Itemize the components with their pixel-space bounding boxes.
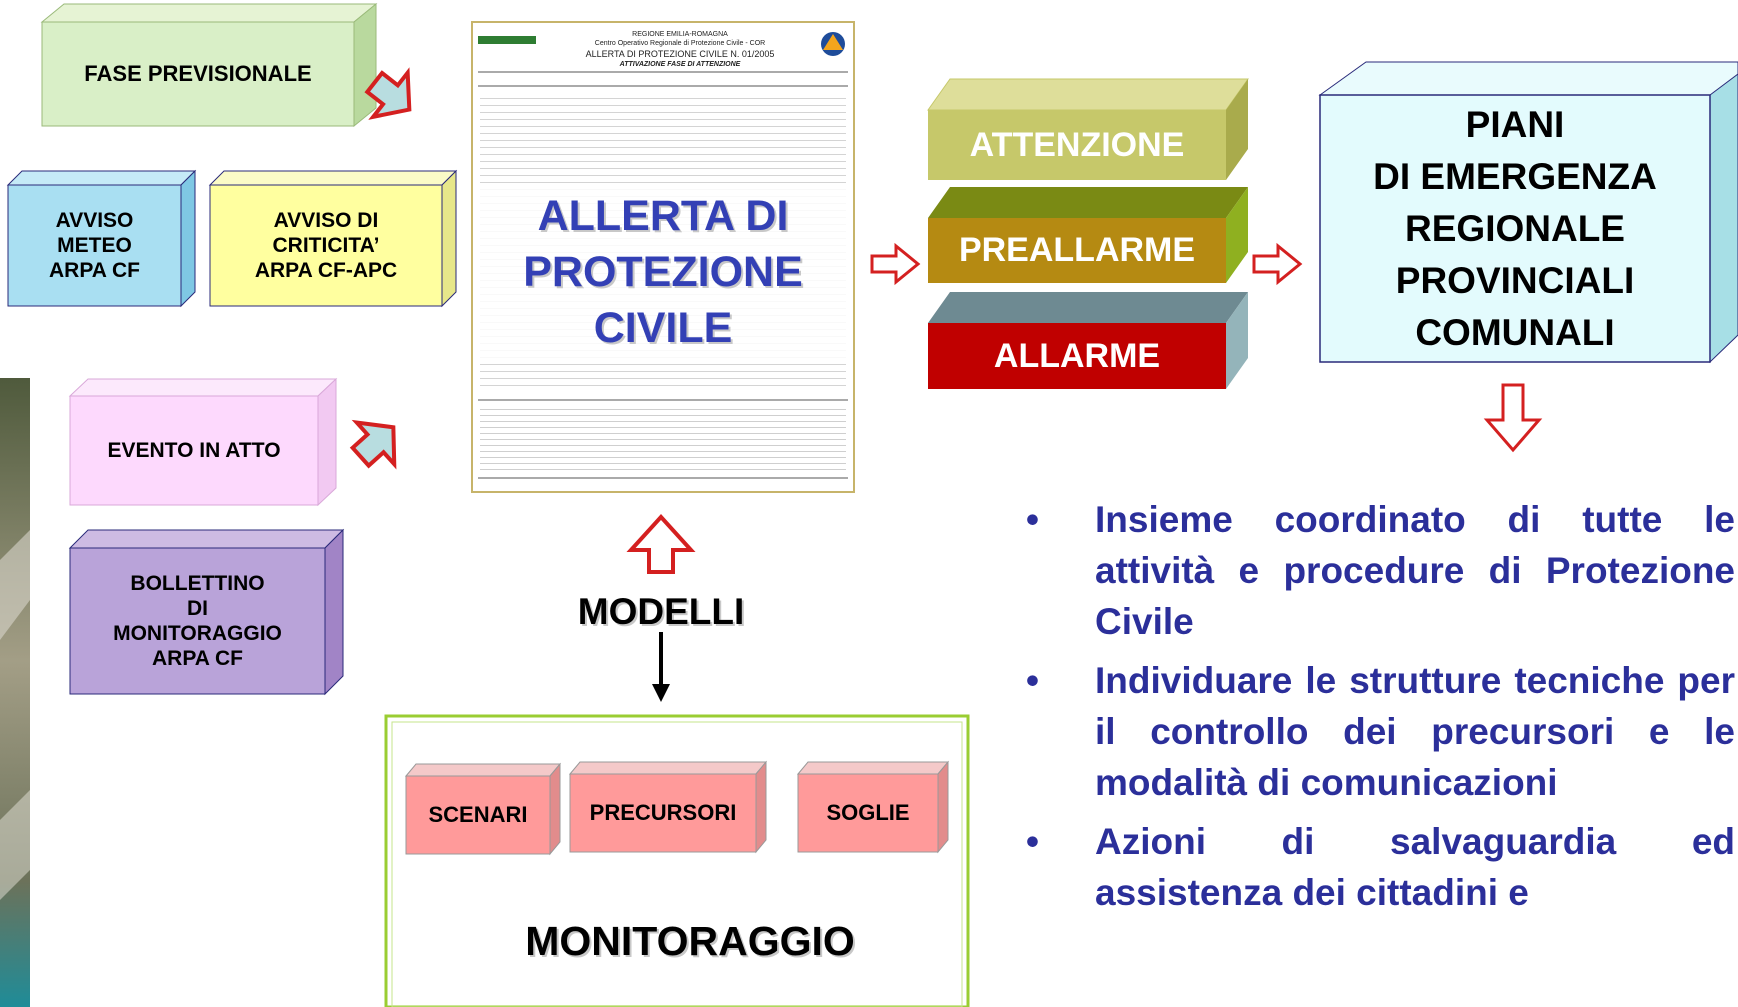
label-monitoraggio: MONITORAGGIO <box>525 918 855 965</box>
doc-header-line3: ALLERTA DI PROTEZIONE CIVILE N. 01/2005 <box>585 49 775 59</box>
arrow-doc-to-levels <box>870 242 921 286</box>
doc-header-line1: REGIONE EMILIA-ROMAGNA <box>632 31 728 38</box>
label-modelli: MODELLI <box>577 590 745 632</box>
document-footer-lines <box>480 404 846 474</box>
bullet-icon: • <box>1026 821 1039 862</box>
document-title: ALLERTA DI PROTEZIONE CIVILE <box>480 186 846 358</box>
doc-title-line3: CIVILE <box>593 304 733 352</box>
piani-line2: DI EMERGENZA <box>1373 155 1657 197</box>
bullet-icon: • <box>1026 660 1039 701</box>
model-box-soglie <box>796 760 950 854</box>
avviso-meteo-line3: ARPA CF <box>49 259 140 283</box>
label-piani: PIANI DI EMERGENZA REGIONALE PROVINCIALI… <box>1320 95 1710 362</box>
label-evento-in-atto: EVENTO IN ATTO <box>107 438 281 462</box>
label-bollettino: BOLLETTINO DI MONITORAGGIO ARPA CF <box>70 548 325 694</box>
arrow-modelli-to-monitor-box <box>652 632 670 702</box>
bullet-text-2: Individuare le strutture tecniche per il… <box>1095 660 1735 803</box>
level-attenzione <box>927 78 1249 180</box>
piani-line4: PROVINCIALI <box>1395 259 1635 301</box>
arrow-modelli-to-doc <box>626 514 696 574</box>
box-bollettino <box>68 528 345 696</box>
doc-title-line2: PROTEZIONE <box>523 248 803 296</box>
avviso-criticita-line1: AVVISO DI <box>273 208 379 232</box>
doc-header-line2: Centro Operativo Regionale di Protezione… <box>594 40 766 47</box>
avviso-meteo-line1: AVVISO <box>55 208 134 232</box>
piani-line1: PIANI <box>1465 103 1565 145</box>
bollettino-line2: DI <box>187 596 208 620</box>
box-avviso-meteo <box>6 169 197 308</box>
list-item: • Insieme coordinato di tutte le attività… <box>1026 494 1735 647</box>
avviso-meteo-line2: METEO <box>57 233 132 257</box>
level-preallarme <box>928 187 1248 283</box>
doc-title-line1: ALLERTA DI <box>537 192 789 240</box>
bollettino-line4: ARPA CF <box>152 647 243 671</box>
arrow-piani-down <box>1483 383 1543 453</box>
document-header: REGIONE EMILIA-ROMAGNA Centro Operativo … <box>540 30 820 69</box>
label-fase-previsionale: FASE PREVISIONALE <box>84 60 312 86</box>
label-scenari: SCENARI <box>428 801 528 827</box>
label-avviso-meteo: AVVISO METEO ARPA CF <box>8 185 181 306</box>
bullet-text-3: Azioni di salvaguardia ed assistenza dei… <box>1095 821 1735 913</box>
piani-line3: REGIONALE <box>1405 207 1625 249</box>
bollettino-line3: MONITORAGGIO <box>113 622 282 645</box>
model-box-scenari <box>404 762 562 856</box>
bollettino-line1: BOLLETTINO <box>130 571 265 595</box>
label-attenzione: ATTENZIONE <box>969 125 1185 164</box>
arrow-fase-to-doc <box>364 67 412 120</box>
piani-line5: COMUNALI <box>1415 311 1615 353</box>
box-piani <box>1318 61 1738 364</box>
arrow-evento-to-doc <box>349 419 397 470</box>
arrow-levels-to-piani <box>1252 242 1303 286</box>
list-item: • Individuare le strutture tecniche per i… <box>1026 655 1735 808</box>
label-preallarme: PREALLARME <box>958 231 1196 270</box>
label-precursori: PRECURSORI <box>589 799 737 825</box>
label-soglie: SOGLIE <box>826 799 910 825</box>
level-allarme <box>928 292 1248 389</box>
photo-strip <box>0 378 30 1007</box>
label-avviso-criticita: AVVISO DI CRITICITA’ ARPA CF-APC <box>210 185 442 306</box>
piani-description-list: • Insieme coordinato di tutte le attività… <box>1026 494 1735 926</box>
avviso-criticita-line3: ARPA CF-APC <box>254 259 398 283</box>
doc-header-line4: ATTIVAZIONE FASE DI ATTENZIONE <box>619 61 741 68</box>
label-allarme: ALLARME <box>993 336 1161 375</box>
list-item: • Azioni di salvaguardia ed assistenza de… <box>1026 816 1735 918</box>
model-box-precursori <box>568 760 768 854</box>
box-avviso-criticita <box>208 169 458 308</box>
bullet-icon: • <box>1026 499 1039 540</box>
bullet-text-1: Insieme coordinato di tutte le attività … <box>1095 499 1735 642</box>
avviso-criticita-line2: CRITICITA’ <box>272 233 380 257</box>
box-evento-in-atto <box>68 377 338 507</box>
